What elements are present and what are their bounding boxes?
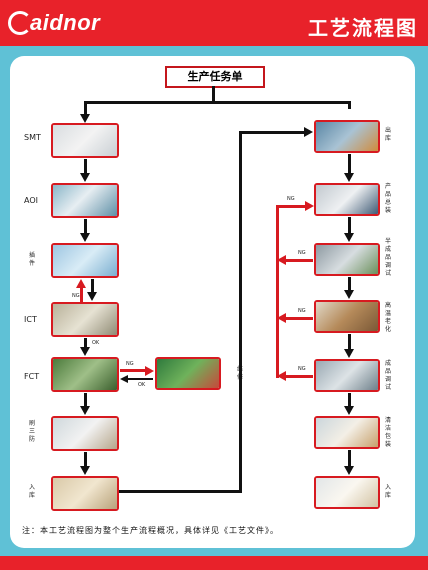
label-fct: FCT [24, 372, 40, 381]
photo-ict [51, 302, 119, 337]
connector-right-drop [348, 101, 351, 109]
label-store-left: 入库 [28, 484, 35, 499]
photo-pack [314, 416, 380, 449]
arrow-down-icon [87, 292, 97, 301]
tag-ng-final-test: NG [298, 366, 306, 372]
footnote: 注：本工艺流程图为整个生产流程概况，具体详见《工艺文件》。 [22, 526, 279, 535]
label-pack: 清洁包装 [384, 417, 391, 448]
label-ict: ICT [24, 315, 37, 324]
connector [91, 279, 94, 293]
connector-store-to-outbound-v [239, 131, 242, 493]
ng-feedback-top [276, 205, 306, 208]
ng-right-arrow-icon [305, 201, 314, 211]
connector-store-to-outbound-h1 [119, 490, 241, 493]
connector [84, 452, 87, 467]
connector [348, 277, 351, 291]
brand-logo: aidnor [8, 8, 100, 38]
logo-text: aidnor [30, 10, 101, 35]
tag-ok-ict: OK [92, 340, 100, 346]
arrow-down-icon [344, 290, 354, 299]
photo-final-test [314, 359, 380, 392]
arrow-down-icon [344, 233, 354, 242]
photo-assembly [314, 183, 380, 216]
connector [84, 393, 87, 407]
label-smt: SMT [24, 133, 41, 142]
photo-aging [314, 300, 380, 333]
connector-task-down [212, 86, 215, 102]
arrow-down-icon [80, 233, 90, 242]
tag-ng-assembly: NG [287, 196, 295, 202]
label-final-test: 成品调试 [384, 360, 391, 391]
photo-aoi [51, 183, 119, 218]
ng-left-arrow-icon [277, 371, 286, 381]
ng-line-aging [285, 317, 313, 320]
label-assembly: 产品总装 [384, 183, 391, 214]
connector-store-to-outbound-h2 [239, 131, 305, 134]
ng-line-semi-test [285, 259, 313, 262]
arrow-down-icon [80, 406, 90, 415]
photo-semi-test [314, 243, 380, 276]
connector [348, 393, 351, 407]
arrow-down-icon [344, 466, 354, 475]
label-store-right: 入库 [384, 484, 391, 499]
arrow-down-icon [344, 173, 354, 182]
task-order-box: 生产任务单 [165, 66, 265, 88]
arrow-down-icon [80, 466, 90, 475]
photo-insert [51, 243, 119, 278]
ok-left-arrow-icon [120, 375, 128, 383]
ng-right-arrow-icon [145, 366, 154, 376]
photo-outbound [314, 120, 380, 153]
connector-left-drop [84, 101, 87, 116]
connector [348, 217, 351, 234]
ng-feedback-vertical [276, 205, 279, 378]
connector [84, 338, 87, 348]
photo-store-right [314, 476, 380, 509]
ng-line-final-test [285, 375, 313, 378]
tag-ng-ict: NG [72, 293, 80, 299]
photo-store-left [51, 476, 119, 511]
photo-fct [51, 357, 119, 392]
ng-to-repair-line [120, 369, 146, 372]
label-aoi: AOI [24, 196, 38, 205]
label-semi-test: 半成品调试 [384, 238, 391, 277]
photo-smt [51, 123, 119, 158]
ng-left-arrow-icon [277, 255, 286, 265]
arrow-down-icon [80, 347, 90, 356]
ng-left-arrow-icon [277, 313, 286, 323]
arrow-down-icon [80, 173, 90, 182]
ng-return-line [80, 287, 83, 302]
label-aging: 高温老化 [384, 302, 391, 333]
label-outbound: 出库 [384, 127, 391, 142]
arrow-down-icon [80, 114, 90, 123]
connector [348, 154, 351, 174]
photo-repair [155, 357, 221, 390]
connector-top-bar [84, 101, 351, 104]
tag-ok-fct: OK [138, 382, 146, 388]
connector [84, 219, 87, 234]
logo-g-icon [8, 11, 32, 35]
connector [348, 450, 351, 467]
ng-up-arrow-icon [76, 279, 86, 288]
ok-from-repair-line [127, 378, 153, 380]
arrow-down-icon [344, 349, 354, 358]
tag-ng-semi-test: NG [298, 250, 306, 256]
label-insert: 插件 [28, 252, 35, 267]
connector [348, 334, 351, 350]
tag-ng-fct: NG [126, 361, 134, 367]
arrow-right-icon [304, 127, 313, 137]
arrow-down-icon [344, 406, 354, 415]
photo-coat [51, 416, 119, 451]
tag-ng-aging: NG [298, 308, 306, 314]
label-coat: 刷三防 [28, 420, 35, 443]
page-title: 工艺流程图 [308, 16, 418, 40]
connector [84, 159, 87, 174]
